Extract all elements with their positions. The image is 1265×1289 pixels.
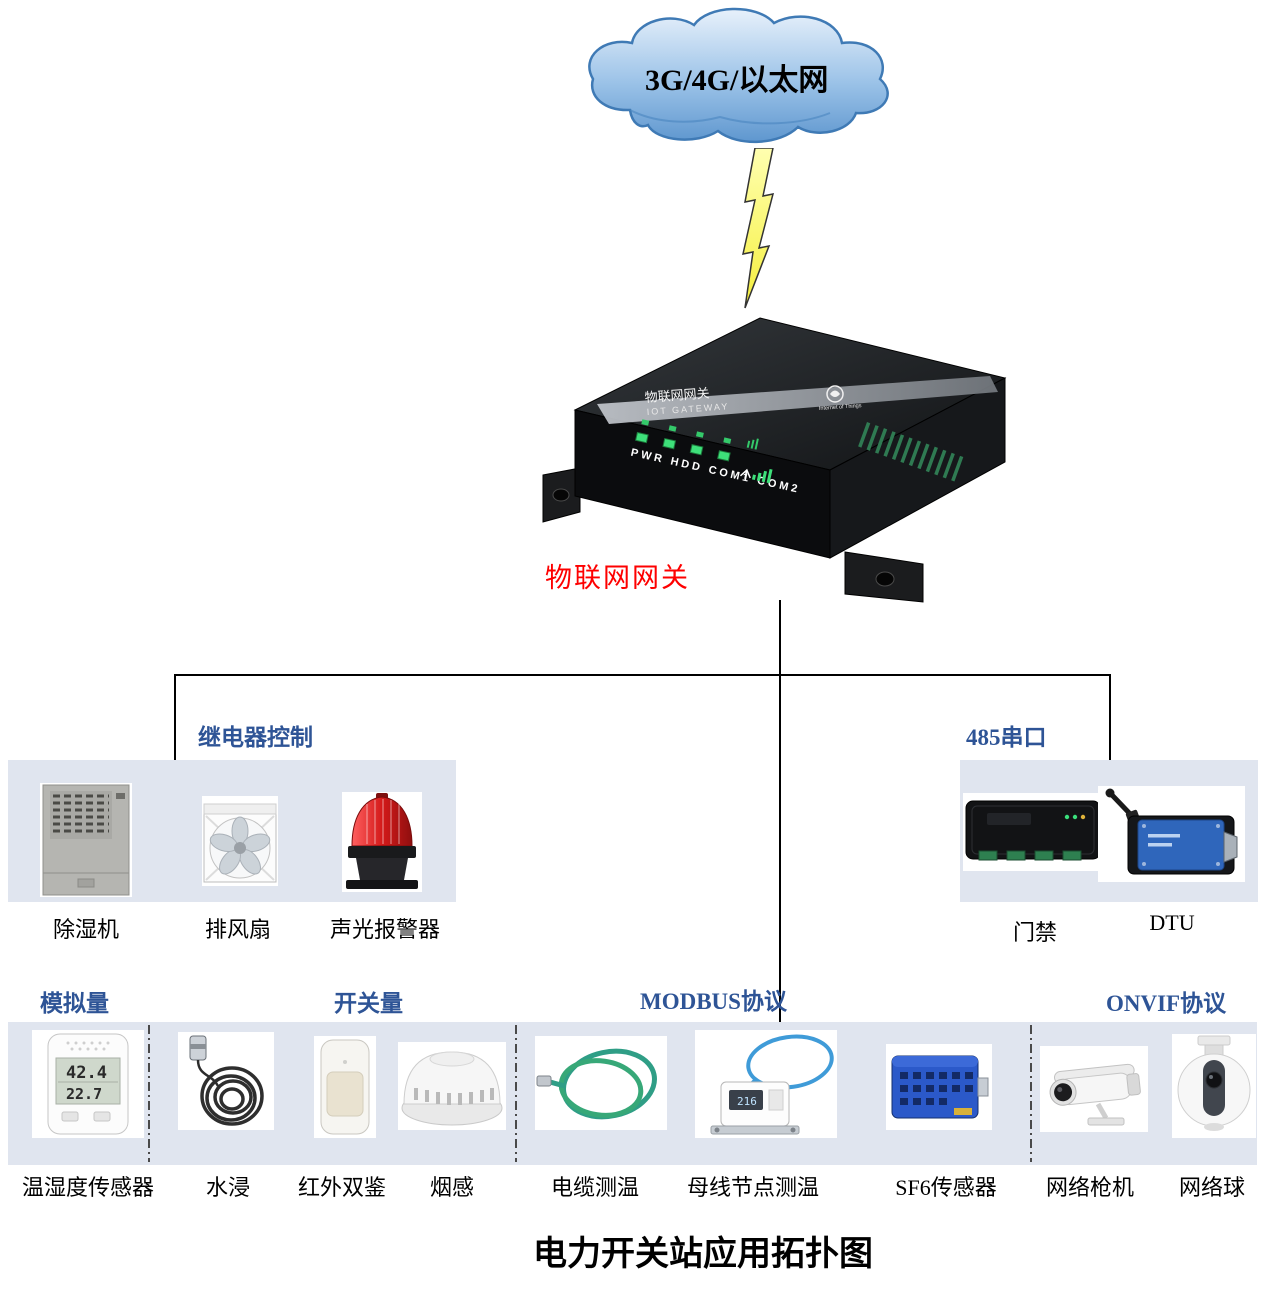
gateway-signal-icon — [739, 468, 773, 484]
line-relay-drop — [174, 674, 176, 760]
cloud-icon — [588, 7, 889, 143]
panel-divider-2 — [515, 1025, 517, 1162]
panel-divider-1 — [148, 1025, 150, 1162]
switch-section-label: 开关量 — [334, 991, 403, 1016]
lightning-icon — [742, 148, 775, 309]
pir-detector-icon — [314, 1036, 376, 1138]
device-label-water: 水浸 — [205, 1175, 251, 1200]
gateway-brand: Internet of Things — [819, 403, 862, 412]
device-label-access: 门禁 — [1012, 920, 1058, 945]
sound-light-alarm-icon — [342, 792, 422, 892]
onvif-section-label: ONVIF协议 — [1106, 991, 1227, 1016]
device-label-dome-camera: 网络球 — [1178, 1175, 1246, 1200]
dehumidifier-icon — [40, 783, 132, 897]
gateway-vents — [858, 422, 964, 482]
smoke-detector-icon — [398, 1042, 506, 1130]
line-gateway-vertical — [779, 600, 781, 1022]
device-label-temp-humidity: 温湿度传感器 — [21, 1175, 155, 1200]
device-label-fan: 排风扇 — [204, 917, 272, 942]
temp-humidity-sensor-icon: 42.4 22.7 — [32, 1030, 144, 1138]
device-label-sf6: SF6传感器 — [895, 1175, 997, 1200]
bullet-camera-icon — [1040, 1046, 1148, 1132]
gateway-led-row — [635, 431, 731, 462]
cable-temp-icon — [535, 1036, 667, 1130]
relay-section-label: 继电器控制 — [198, 725, 313, 750]
analog-section-label: 模拟量 — [40, 991, 109, 1016]
busbar-temp-icon: 216 — [695, 1030, 837, 1138]
device-label-pir: 红外双鉴 — [297, 1175, 387, 1200]
sensor-display-top: 42.4 — [66, 1063, 107, 1083]
water-immersion-icon — [178, 1032, 274, 1130]
dtu-icon — [1098, 786, 1245, 882]
access-controller-icon — [963, 793, 1103, 871]
device-label-busbar-temp: 母线节点测温 — [686, 1175, 820, 1200]
device-label-cable-temp: 电缆测温 — [550, 1175, 640, 1200]
sf6-sensor-icon — [886, 1044, 992, 1130]
gateway-strip-cn: 物联网网关 — [644, 385, 710, 404]
device-label-dtu: DTU — [1149, 910, 1195, 935]
device-label-alarm: 声光报警器 — [329, 917, 441, 942]
line-485-drop — [1109, 674, 1111, 760]
device-label-smoke: 烟感 — [429, 1175, 475, 1200]
line-horizontal-bus — [174, 674, 1111, 676]
panel-divider-3 — [1030, 1025, 1032, 1162]
device-label-bullet-camera: 网络枪机 — [1045, 1175, 1135, 1200]
diagram-title: 电力开关站应用拓扑图 — [533, 1236, 873, 1273]
cloud-label: 3G/4G/以太网 — [645, 64, 829, 97]
gateway-led-row-small — [641, 419, 759, 450]
modbus-section-label: MODBUS协议 — [640, 989, 787, 1014]
device-label-dehumidifier: 除湿机 — [52, 917, 120, 942]
iot-gateway-device: 物联网网关 IOT GATEWAY Internet of Things PW — [542, 317, 1007, 603]
exhaust-fan-icon — [202, 796, 278, 886]
serial485-section-label: 485串口 — [966, 725, 1047, 750]
gateway-label: 物联网网关 — [545, 563, 690, 593]
sensor-display-bottom: 22.7 — [66, 1085, 102, 1103]
busbar-display: 216 — [737, 1095, 757, 1108]
dome-camera-icon — [1172, 1034, 1256, 1138]
